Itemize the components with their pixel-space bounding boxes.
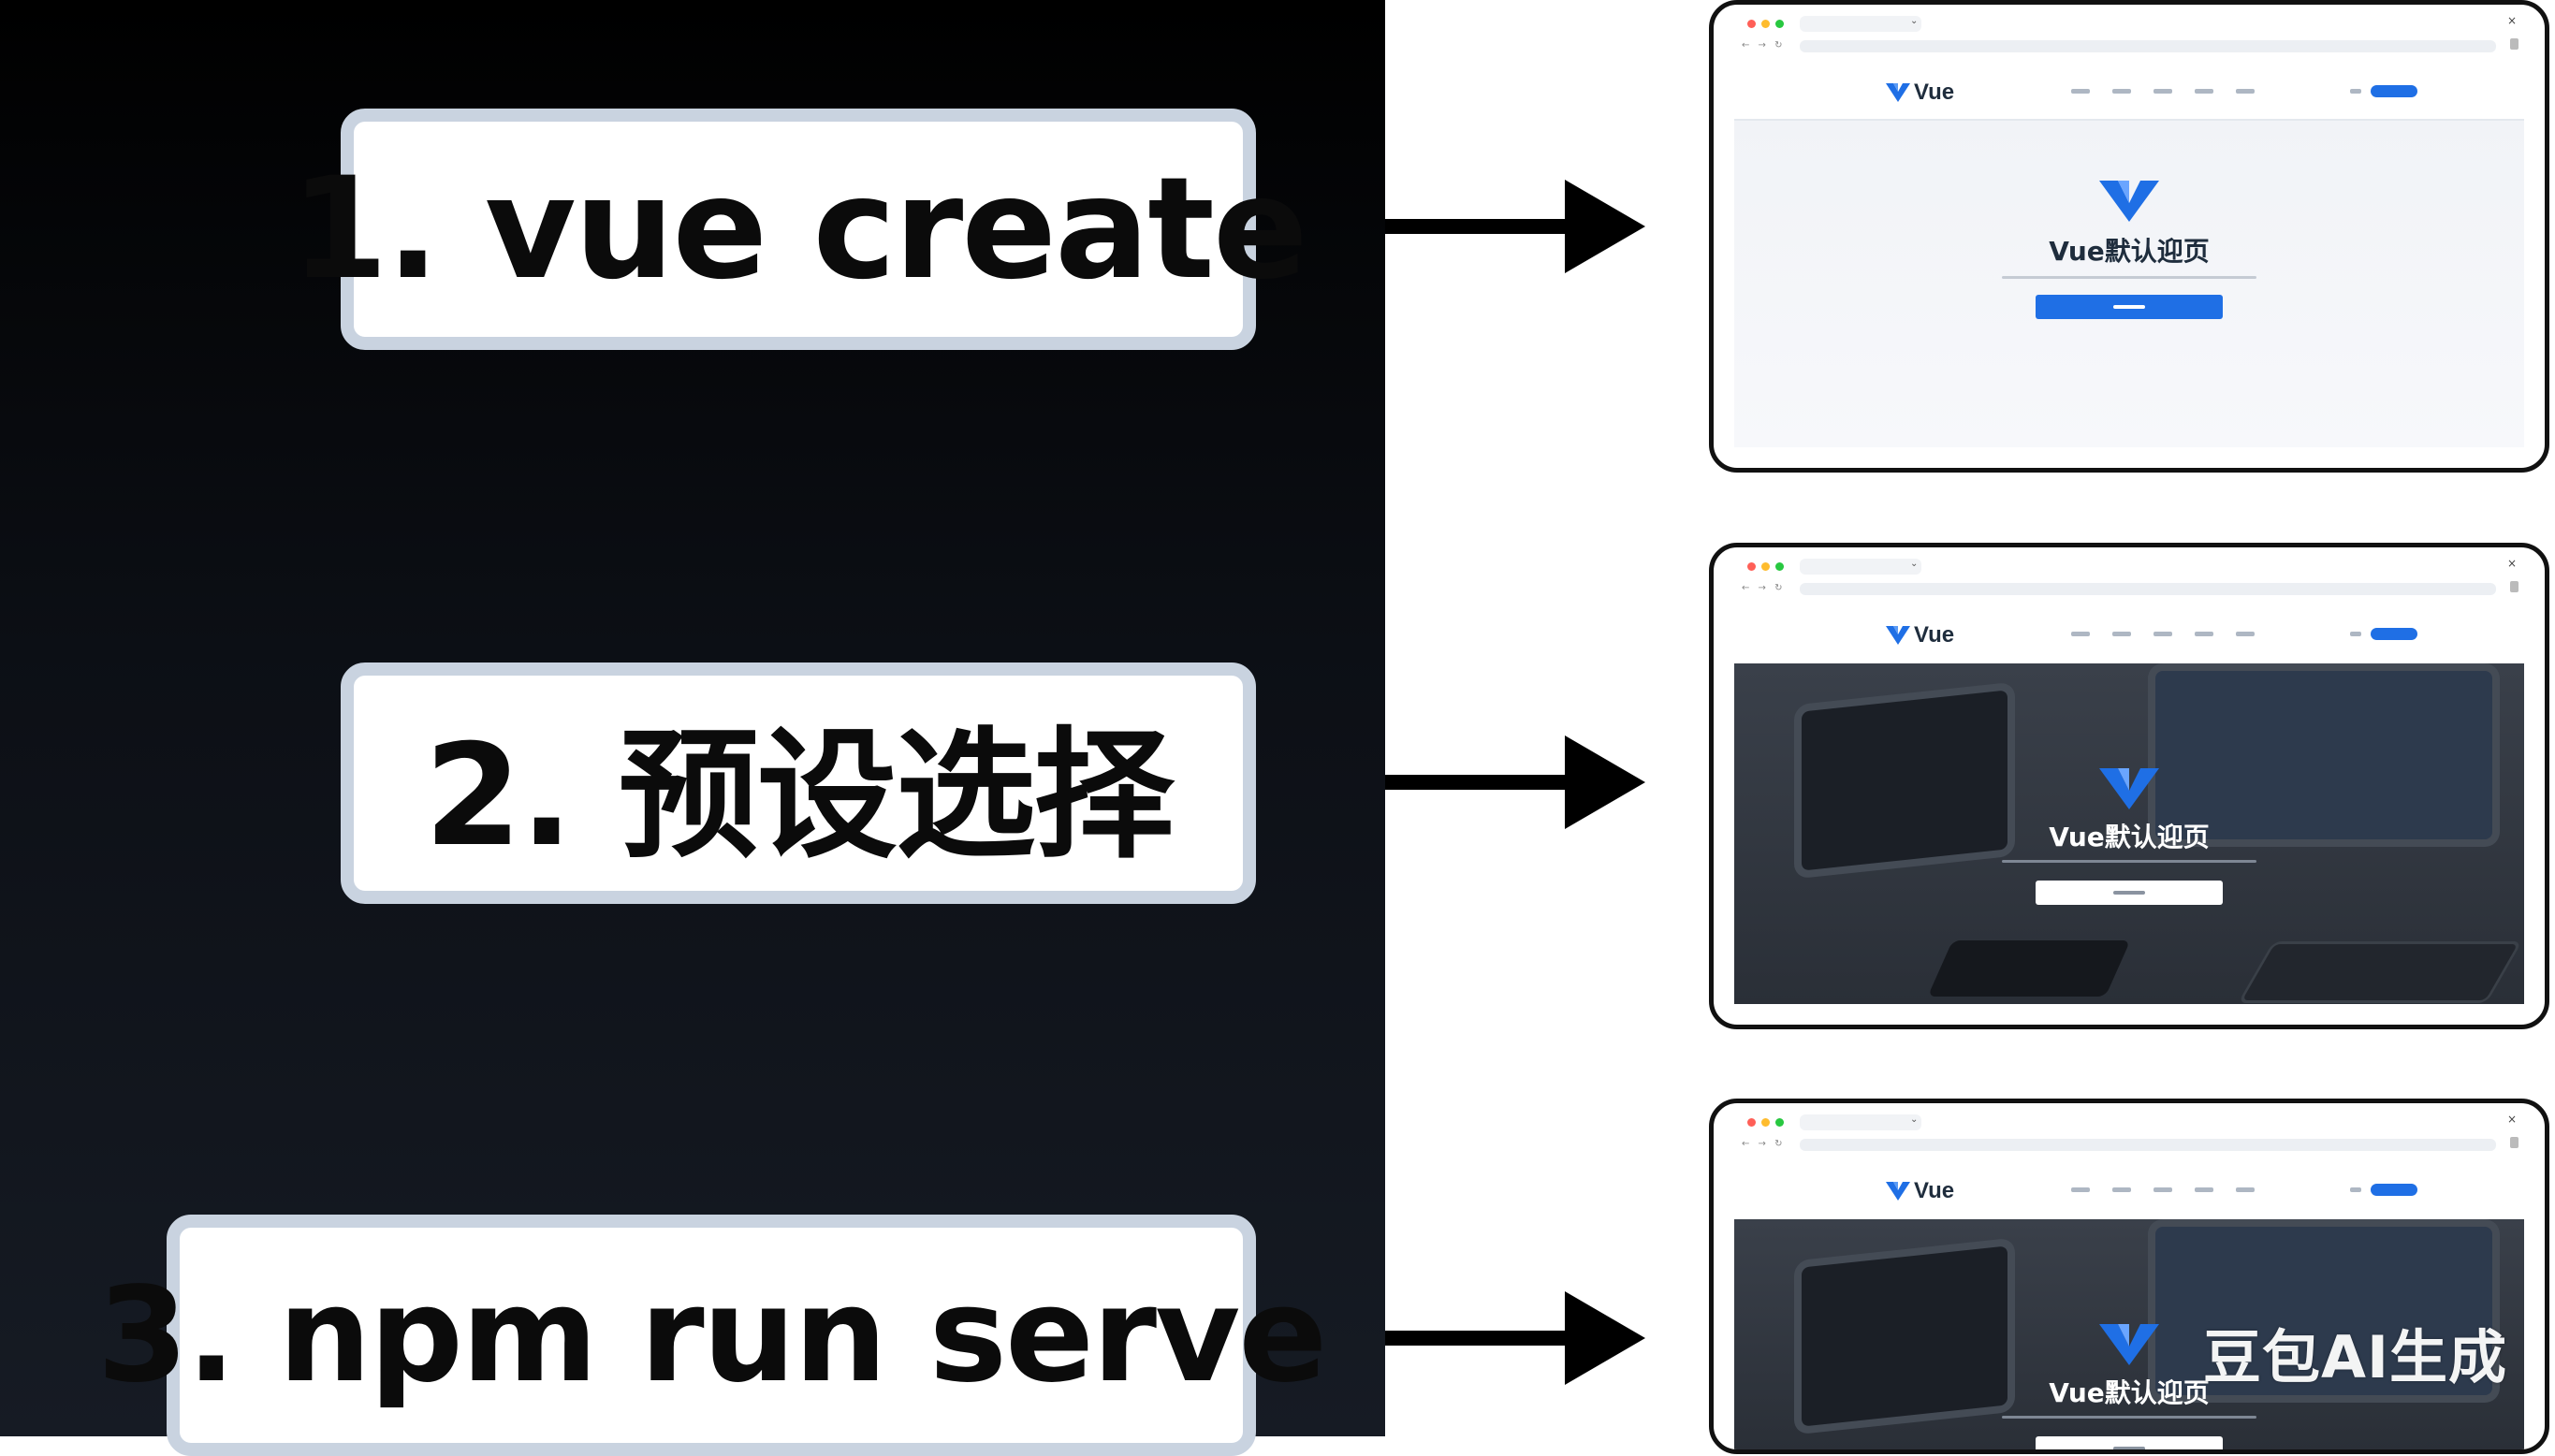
brand-name: Vue xyxy=(1914,1178,1955,1203)
tablet-photo xyxy=(1927,940,2131,997)
vue-logo[interactable]: Vue xyxy=(1886,80,1954,106)
vue-logo[interactable]: Vue xyxy=(1886,622,1954,648)
hero-title: Vue默认迎页 xyxy=(2049,1377,2210,1408)
site-nav[interactable] xyxy=(2071,1187,2255,1192)
step-3-label: 3. npm run serve xyxy=(96,1259,1327,1412)
hero-title: Vue默认迎页 xyxy=(2049,822,2210,852)
window-controls[interactable] xyxy=(1747,562,1784,571)
browser-tab[interactable] xyxy=(1800,16,1921,32)
browser-window-3: ⌄ × ← → ↻ Vue Vue默认迎页 xyxy=(1709,1099,2549,1454)
step-2-label: 2. 预设选择 xyxy=(424,714,1175,878)
header-button[interactable] xyxy=(2371,85,2417,97)
window-controls[interactable] xyxy=(1747,20,1784,28)
nav-arrows-icon[interactable]: ← → ↻ xyxy=(1742,1139,1786,1149)
extension-icon[interactable] xyxy=(2510,1137,2518,1148)
language-link[interactable] xyxy=(2350,1187,2361,1192)
extension-icon[interactable] xyxy=(2510,581,2518,592)
get-started-button[interactable] xyxy=(2036,881,2223,905)
address-bar[interactable] xyxy=(1800,40,2496,52)
hero-section: Vue默认迎页 xyxy=(1734,1219,2524,1449)
get-started-button[interactable] xyxy=(2036,1436,2223,1449)
site-header: Vue xyxy=(1734,1174,2524,1217)
brand-name: Vue xyxy=(1914,622,1955,648)
monitor-photo xyxy=(2155,671,2492,839)
language-link[interactable] xyxy=(2350,632,2361,636)
browser-chrome: ⌄ × ← → ↻ xyxy=(1734,1113,2524,1171)
site-header: Vue xyxy=(1734,76,2524,121)
close-icon[interactable]: × xyxy=(2506,14,2517,27)
nav-arrows-icon[interactable]: ← → ↻ xyxy=(1742,40,1786,51)
site-header: Vue xyxy=(1734,619,2524,662)
header-button[interactable] xyxy=(2371,628,2417,640)
vue-logo-icon xyxy=(2099,181,2159,222)
step-1-box: 1. vue create xyxy=(290,109,1308,350)
vue-logo-icon xyxy=(1886,626,1910,645)
hero-section: Vue默认迎页 xyxy=(1734,121,2524,447)
get-started-button[interactable] xyxy=(2036,295,2223,319)
brand-name: Vue xyxy=(1914,80,1955,105)
hero-subtitle xyxy=(2002,1416,2256,1419)
browser-tab[interactable] xyxy=(1800,559,1921,575)
address-bar[interactable] xyxy=(1800,1139,2496,1151)
arrow-right-icon xyxy=(1385,1291,1647,1385)
ai-watermark: 豆包AI生成 xyxy=(2203,1323,2508,1391)
browser-chrome: ⌄ × ← → ↻ xyxy=(1734,557,2524,615)
address-bar[interactable] xyxy=(1800,583,2496,595)
chevron-down-icon[interactable]: ⌄ xyxy=(1910,16,1919,26)
step-2-box: 2. 预设选择 xyxy=(341,662,1256,904)
nav-arrows-icon[interactable]: ← → ↻ xyxy=(1742,583,1786,593)
browser-window-2: ⌄ × ← → ↻ Vue Vue默认迎页 xyxy=(1709,543,2549,1029)
arrow-right-icon xyxy=(1385,180,1647,273)
hero-subtitle xyxy=(2002,276,2256,279)
chevron-down-icon[interactable]: ⌄ xyxy=(1910,1114,1919,1125)
vue-logo-icon xyxy=(1886,83,1910,102)
site-nav[interactable] xyxy=(2071,89,2255,94)
vue-logo-icon xyxy=(1886,1182,1910,1201)
hero-section: Vue默认迎页 xyxy=(1734,663,2524,1004)
step-3-box: 3. npm run serve xyxy=(97,1215,1327,1456)
extension-icon[interactable] xyxy=(2510,38,2518,50)
vue-logo-icon xyxy=(2099,768,2159,809)
arrow-right-icon xyxy=(1385,735,1647,829)
chevron-down-icon[interactable]: ⌄ xyxy=(1910,559,1919,569)
header-button[interactable] xyxy=(2371,1184,2417,1196)
hero-title: Vue默认迎页 xyxy=(2049,236,2210,267)
hero-subtitle xyxy=(2002,860,2256,863)
language-link[interactable] xyxy=(2350,89,2361,94)
window-controls[interactable] xyxy=(1747,1118,1784,1127)
step-1-label: 1. vue create xyxy=(290,148,1307,311)
vue-logo[interactable]: Vue xyxy=(1886,1178,1954,1204)
keyboard-photo xyxy=(2241,944,2518,1000)
site-nav[interactable] xyxy=(2071,632,2255,636)
close-icon[interactable]: × xyxy=(2506,557,2517,570)
browser-window-1: ⌄ × ← → ↻ Vue Vue默认迎页 xyxy=(1709,0,2549,473)
monitor-photo xyxy=(2155,1227,2492,1395)
vue-logo-icon xyxy=(2099,1324,2159,1365)
browser-tab[interactable] xyxy=(1800,1114,1921,1130)
close-icon[interactable]: × xyxy=(2506,1113,2517,1126)
browser-chrome: ⌄ × ← → ↻ xyxy=(1734,14,2524,72)
